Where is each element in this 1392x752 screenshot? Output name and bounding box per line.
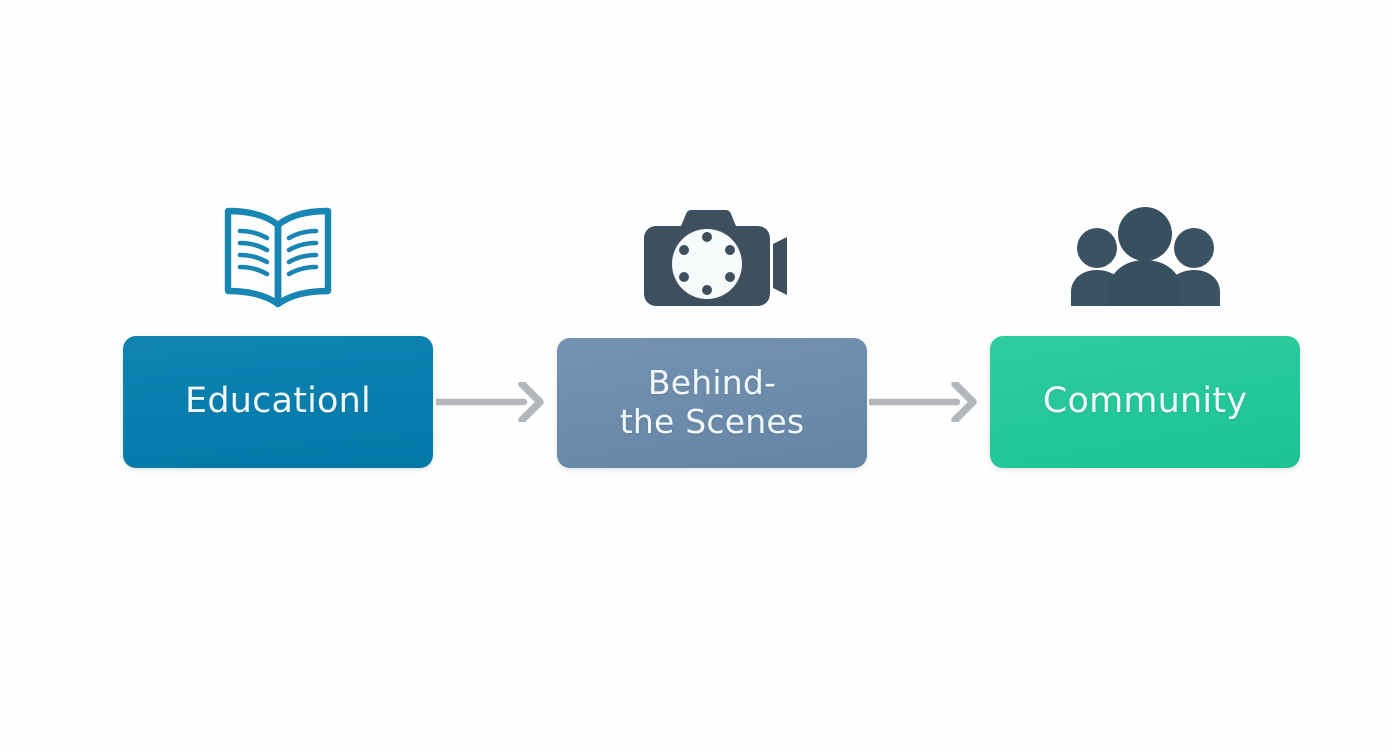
flow-node-label-educational: Educationl [185,381,371,422]
open-book-icon [123,200,433,312]
video-camera-icon [557,200,867,312]
flow-node-box-community[interactable]: Community [990,336,1300,468]
flow-node-box-behind-the-scenes[interactable]: Behind- the Scenes [557,338,867,468]
people-group-icon [990,200,1300,312]
flow-node-label-behind-the-scenes: Behind- the Scenes [619,363,805,441]
flow-node-label-community: Community [1042,381,1248,422]
connector-arrow-educational-to-behind [432,380,548,424]
flow-node-box-educational[interactable]: Educationl [123,336,433,468]
connector-arrow-behind-to-community [865,380,981,424]
